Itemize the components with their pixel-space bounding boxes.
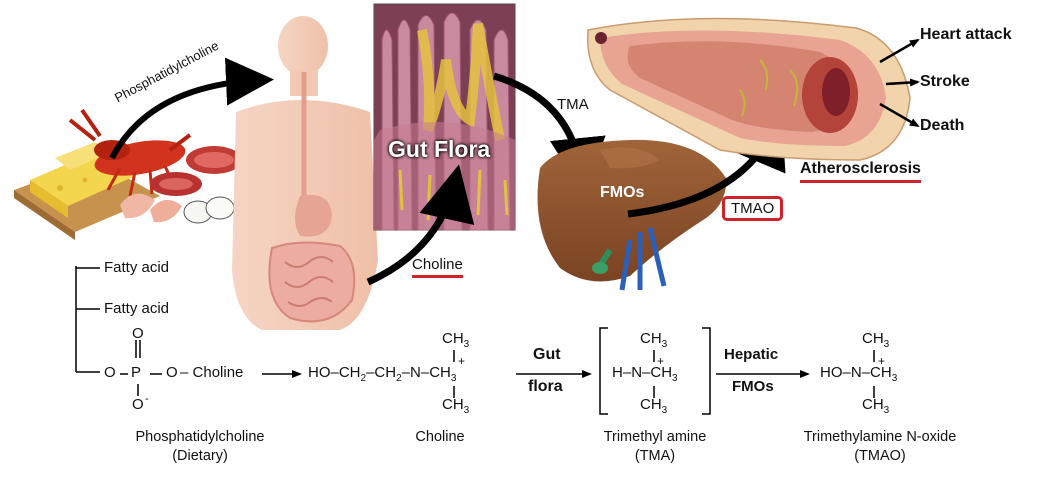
phosphate-o-left: O	[104, 364, 116, 381]
outcome-death: Death	[920, 117, 965, 134]
hepatic-step-1: Hepatic	[724, 346, 779, 363]
tmao-ch3-top: CH3	[862, 330, 890, 350]
pathway-lines	[75, 266, 875, 415]
phosphate-choline-label: – Choline	[180, 364, 244, 381]
tmao-organ-label: TMAO	[722, 196, 784, 221]
phosphate-o-right: O	[166, 364, 178, 381]
tma-ch3-top: CH3	[640, 330, 668, 350]
human-body-icon	[232, 16, 378, 330]
outcome-heart-attack: Heart attack	[920, 26, 1012, 43]
phosphate-o-top: O	[132, 325, 144, 342]
caption-tmao: Trimethylamine N-oxide(TMAO)	[803, 429, 957, 464]
intestinal-villi-icon	[373, 3, 516, 231]
choline-ch3-bottom: CH3	[442, 396, 470, 416]
phosphate-p: P	[131, 364, 142, 381]
tmao-n-charge: +	[878, 354, 886, 368]
fatty-acid-2: Fatty acid	[104, 300, 170, 317]
fatty-acid-1: Fatty acid	[104, 259, 170, 276]
gut-flora-step-2: flora	[528, 378, 563, 395]
tma-ch3-bottom: CH3	[640, 396, 668, 416]
choline-organ-label: Choline	[412, 256, 463, 278]
tma-formula: H–N–CH3	[612, 364, 678, 384]
gut-flora-step-1: Gut	[533, 346, 561, 363]
choline-formula: HO–CH2–CH2–N–CH3	[308, 364, 457, 384]
tmao-formula: HO–N–CH3	[820, 364, 898, 384]
hepatic-step-2: FMOs	[732, 378, 774, 395]
phosphate-o-bottom: O	[132, 396, 144, 413]
tma-n-charge: +	[657, 354, 665, 368]
tmao-ch3-bottom: CH3	[862, 396, 890, 416]
caption-trimethyl-amine: Trimethyl amine(TMA)	[603, 429, 707, 464]
gut-flora-label: Gut Flora	[388, 136, 491, 162]
tma-organ-label: TMA	[557, 96, 589, 113]
choline-n-charge: +	[458, 354, 466, 368]
atherosclerosis-label: Atherosclerosis	[800, 160, 921, 183]
caption-choline: Choline	[415, 429, 465, 445]
outcome-stroke: Stroke	[920, 73, 970, 90]
artery-icon	[586, 17, 911, 161]
phosphate-charge: -	[145, 393, 149, 405]
caption-phosphatidylcholine: Phosphatidylcholine(Dietary)	[135, 429, 265, 464]
choline-ch3-top: CH3	[442, 330, 470, 350]
fmos-organ-label: FMOs	[600, 184, 645, 201]
